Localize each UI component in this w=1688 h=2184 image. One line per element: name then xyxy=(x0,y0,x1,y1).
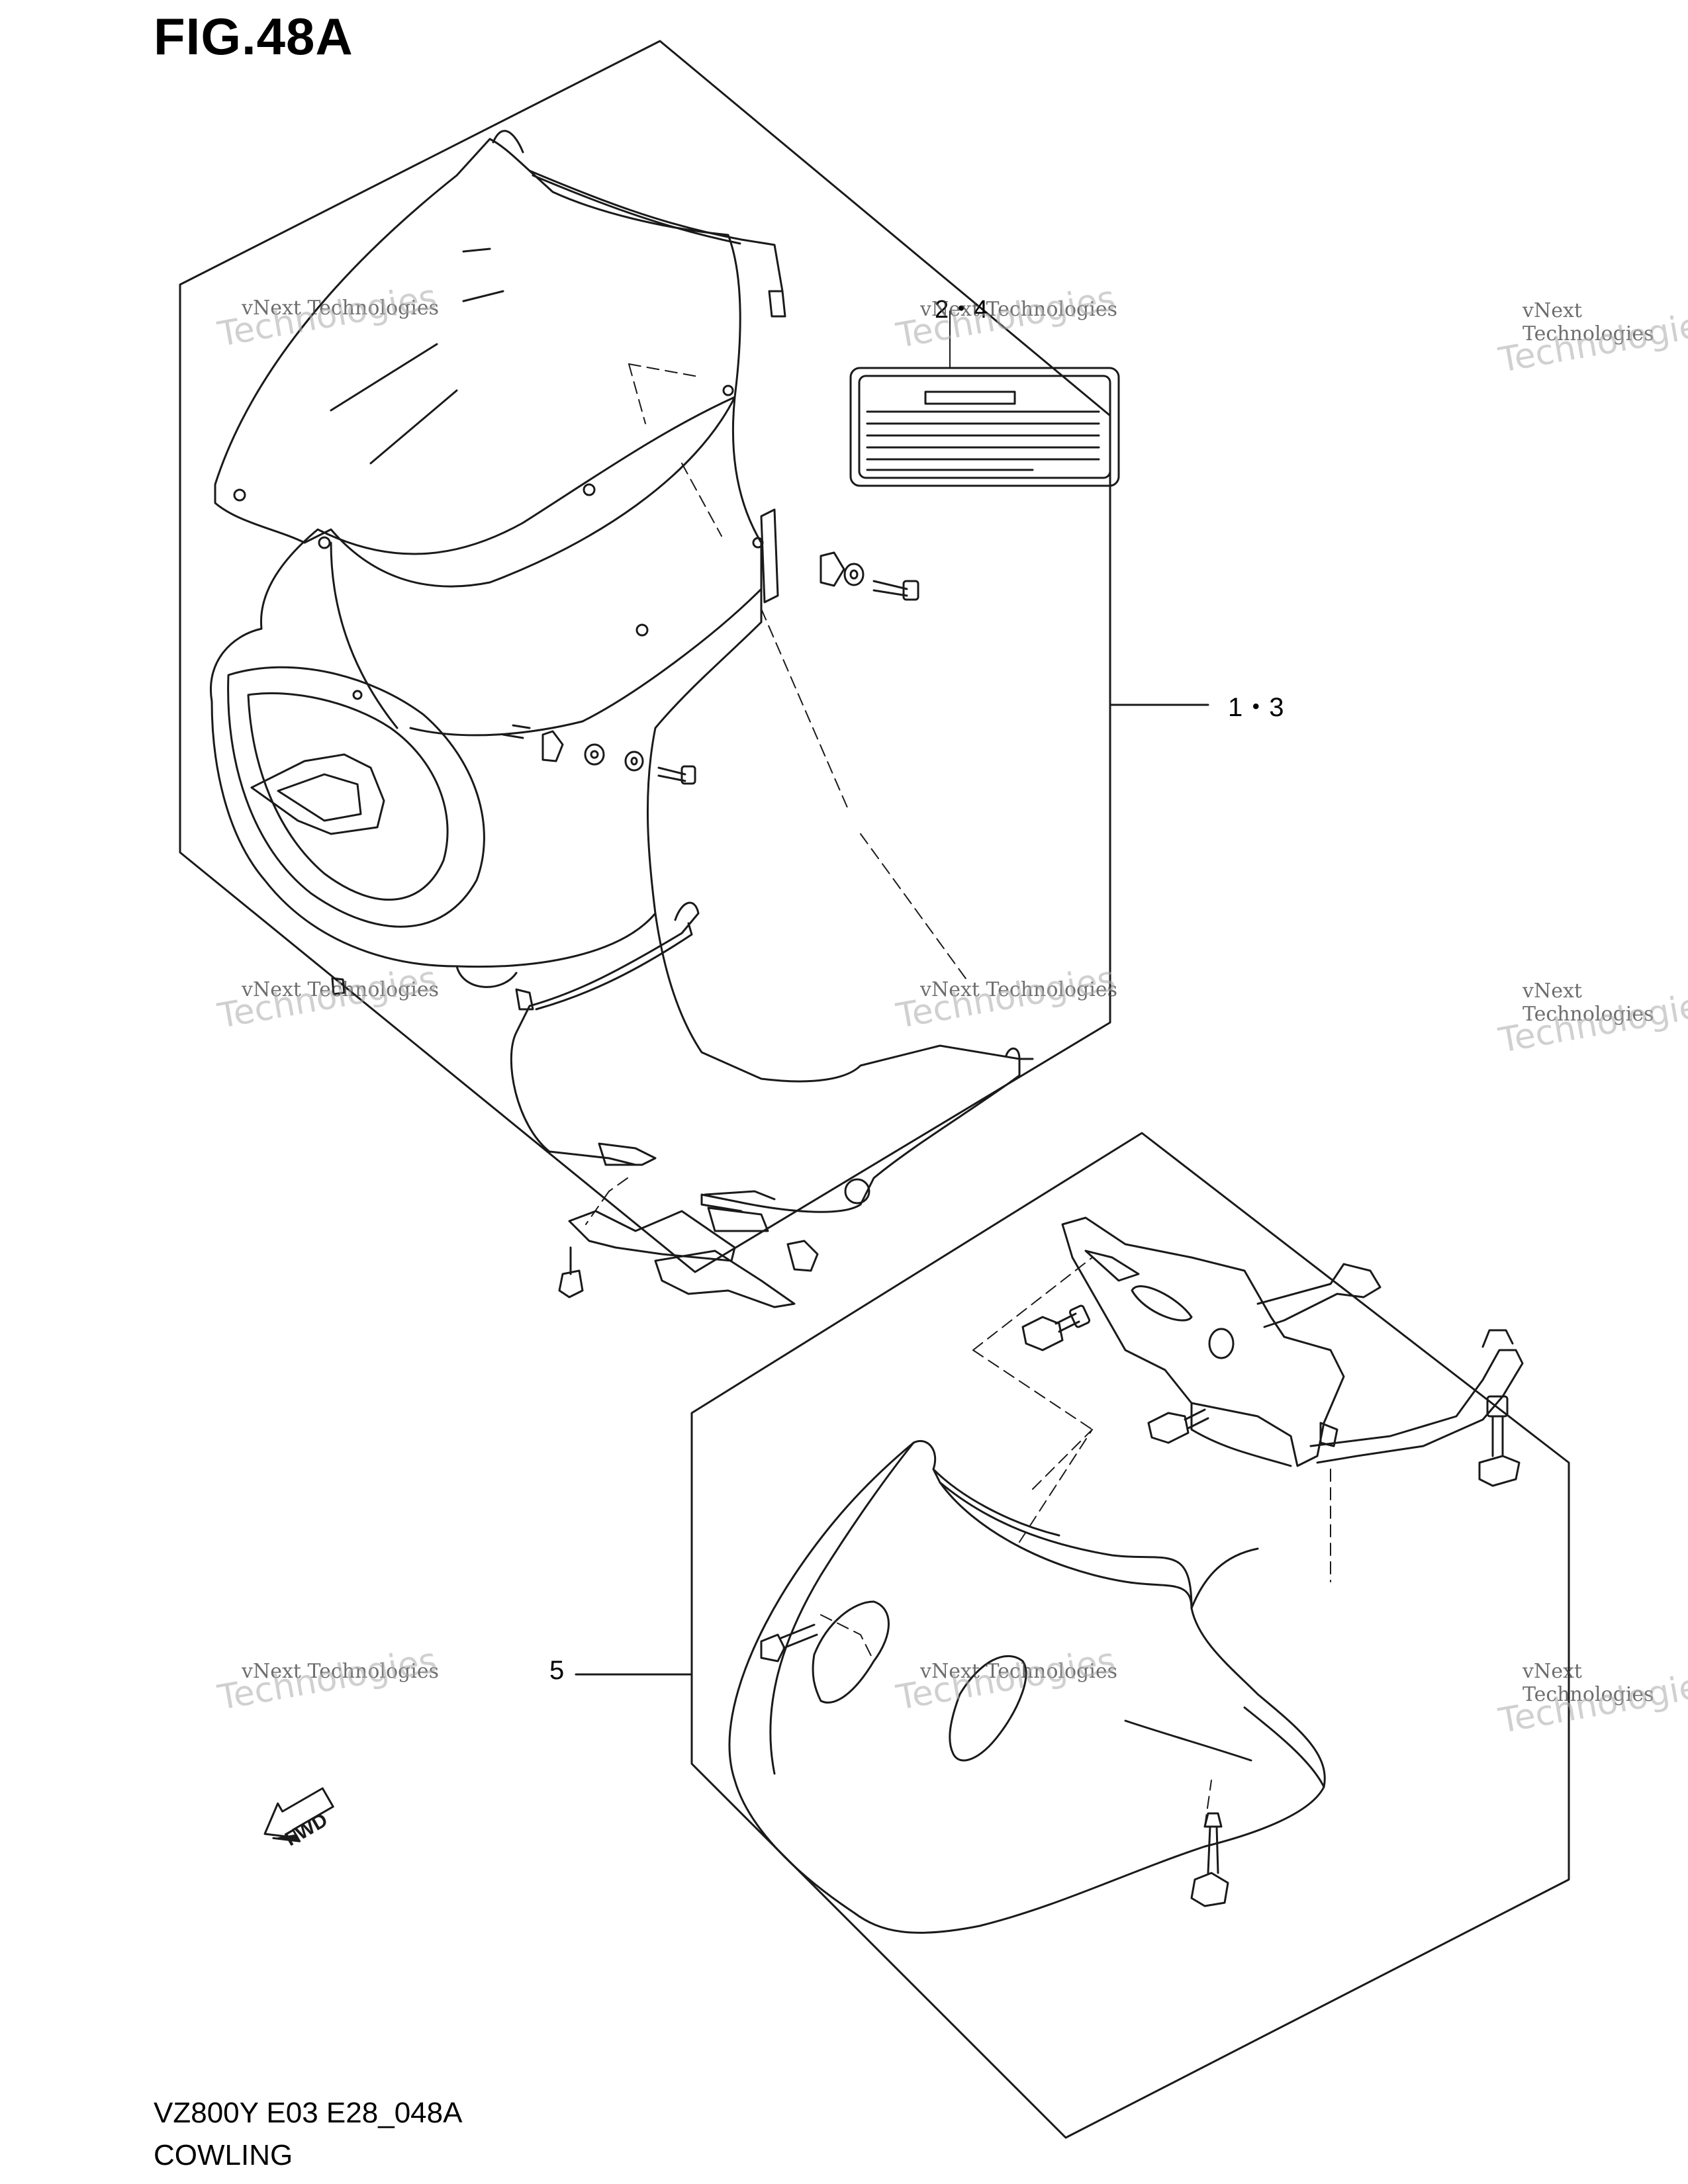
upper-leader-lines xyxy=(585,363,967,1225)
lower-leader-lines xyxy=(820,1257,1331,1827)
upper-mount-plates xyxy=(558,1206,819,1308)
group-name: COWLING xyxy=(154,2139,293,2171)
lower-mount-bracket xyxy=(1061,1216,1524,1467)
upper-fasteners xyxy=(331,551,919,995)
upper-assembly-box xyxy=(179,40,1111,1273)
upper-stay-brackets xyxy=(510,901,1021,1213)
callout-upper-assembly: 1・3 xyxy=(1228,693,1284,722)
lower-fasteners xyxy=(760,1304,1521,1907)
label-sticker xyxy=(849,310,1120,487)
callout-label-sticker: 2・4 xyxy=(935,296,988,324)
fwd-arrow-icon xyxy=(263,1787,334,1843)
model-code: VZ800Y E03 E28_048A xyxy=(154,2097,463,2129)
lower-cowl xyxy=(728,1439,1326,1934)
upper-fairing xyxy=(210,396,1034,1083)
windscreen xyxy=(214,130,786,588)
figure-title: FIG.48A xyxy=(154,7,353,66)
lower-cowl-box xyxy=(690,1132,1570,2139)
callout-lower-cowl: 5 xyxy=(549,1656,565,1685)
